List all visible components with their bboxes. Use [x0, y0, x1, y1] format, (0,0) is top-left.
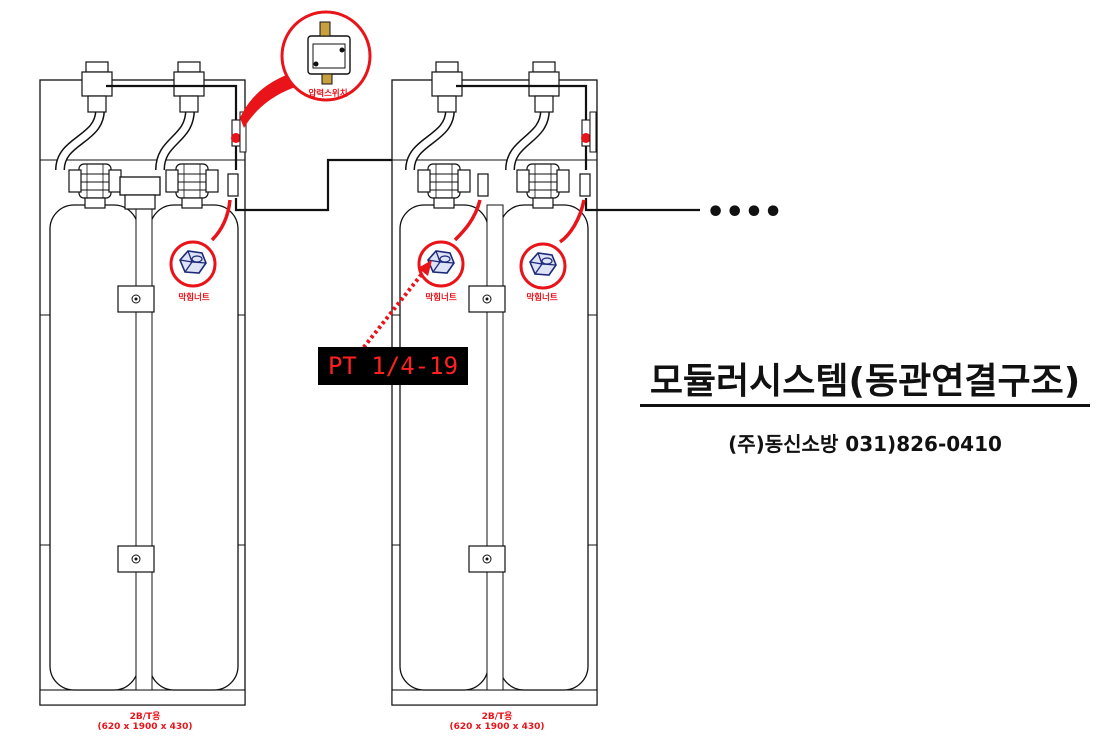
continuation-dots: ••••	[706, 195, 783, 230]
plug-nut-label: 막힘너트	[178, 292, 209, 303]
rack-2-caption: 2B/T용 (620 x 1900 x 430)	[422, 712, 572, 732]
rack-caption-line1: 2B/T용	[129, 712, 161, 722]
plug-nut-icon	[519, 242, 567, 290]
strap-bracket	[117, 285, 155, 313]
company-contact: (주)동신소방 031)826-0410	[728, 432, 1002, 456]
rack-1	[39, 61, 480, 706]
rack-caption-line2: (620 x 1900 x 430)	[449, 722, 545, 732]
plug-nut-callout: 막힘너트	[417, 199, 482, 303]
plug-nut-callout: 막힘너트	[519, 199, 586, 303]
diagram-title: 모듈러시스템(동관연결구조)	[649, 361, 1081, 402]
plug-nut-callout: 막힘너트	[169, 199, 232, 303]
plug-nut-label: 막힘너트	[526, 292, 557, 303]
rack-2	[391, 61, 700, 706]
rack-caption-line2: (620 x 1900 x 430)	[97, 722, 193, 732]
strap-bracket	[468, 545, 506, 573]
pressure-switch-label: 압력스위치	[308, 88, 347, 99]
pipe-spec-arrow	[358, 260, 432, 354]
plug-nut-icon	[169, 240, 217, 288]
title-underline	[640, 404, 1090, 407]
rack-caption-line1: 2B/T용	[481, 712, 513, 722]
gas-cylinder	[49, 204, 139, 691]
pipe-spec-label: PT 1/4-19	[318, 347, 468, 385]
rack-1-caption: 2B/T용 (620 x 1900 x 430)	[70, 712, 220, 732]
strap-bracket	[468, 285, 506, 313]
plug-nut-label: 막힘너트	[425, 292, 456, 303]
strap-bracket	[117, 545, 155, 573]
pressure-switch-callout: 압력스위치	[240, 10, 372, 128]
